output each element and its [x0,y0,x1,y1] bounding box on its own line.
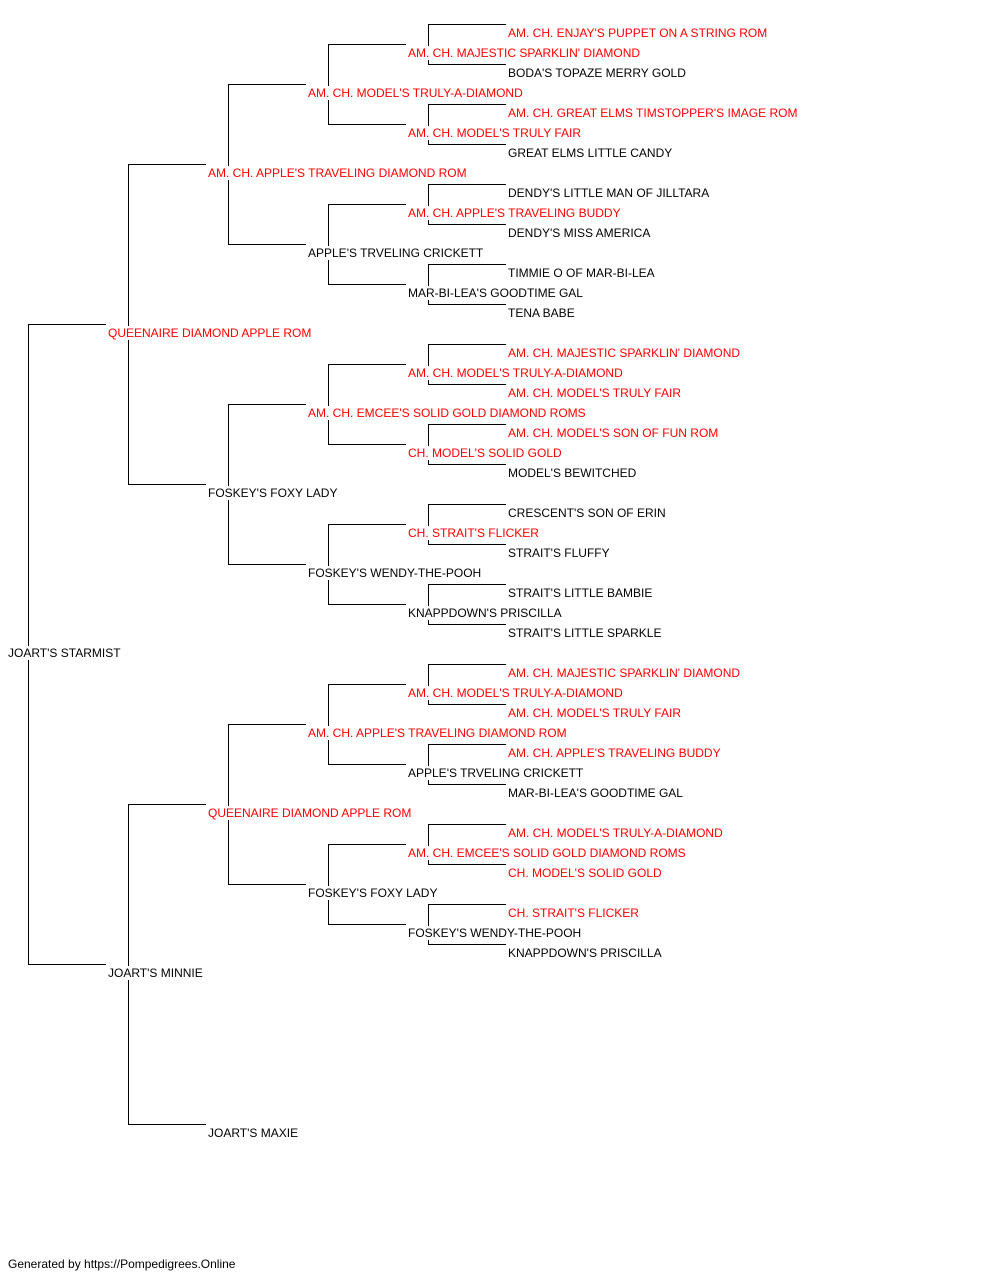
dog-sire-dam-dam-dam-dam: STRAIT'S LITTLE SPARKLE [508,626,664,640]
dog-sire-dam-dam-dam-sire: STRAIT'S LITTLE BAMBIE [508,586,655,600]
dog-sire-dam: FOSKEY'S FOXY LADY [208,486,340,500]
dog-sire-sire-sire-sire: AM. CH. MAJESTIC SPARKLIN' DIAMOND [408,46,643,60]
dog-sire-dam-dam-sire: CH. STRAIT'S FLICKER [408,526,541,540]
dog-dam: JOART'S MINNIE [108,966,205,980]
dog-sire-dam-dam-sire-sire: CRESCENT'S SON OF ERIN [508,506,668,520]
dog-sire-sire-sire: AM. CH. MODEL'S TRULY-A-DIAMOND [308,86,525,100]
dog-dam-sire-dam-sire-dam: CH. MODEL'S SOLID GOLD [508,866,664,880]
dog-dam-sire-sire-sire-sire: AM. CH. MAJESTIC SPARKLIN' DIAMOND [508,666,743,680]
dog-sire-sire-sire-sire-dam: BODA'S TOPAZE MERRY GOLD [508,66,688,80]
dog-dam-sire-dam-dam-dam: KNAPPDOWN'S PRISCILLA [508,946,664,960]
dog-subject: JOART'S STARMIST [8,646,123,660]
dog-sire-sire-sire-dam: AM. CH. MODEL'S TRULY FAIR [408,126,583,140]
dog-sire-sire-dam-sire-dam: DENDY'S MISS AMERICA [508,226,653,240]
dog-dam-sire-dam: FOSKEY'S FOXY LADY [308,886,440,900]
dog-sire-sire-dam-dam-sire: TIMMIE O OF MAR-BI-LEA [508,266,657,280]
dog-dam-sire-sire-sire-dam: AM. CH. MODEL'S TRULY FAIR [508,706,683,720]
dog-sire-sire-dam: APPLE'S TRVELING CRICKETT [308,246,486,260]
dog-sire-sire-sire-sire-sire: AM. CH. ENJAY'S PUPPET ON A STRING ROM [508,26,770,40]
dog-sire-sire-dam-sire-sire: DENDY'S LITTLE MAN OF JILLTARA [508,186,712,200]
dog-sire-sire-sire-dam-sire: AM. CH. GREAT ELMS TIMSTOPPER'S IMAGE RO… [508,106,800,120]
dog-sire-sire-sire-dam-dam: GREAT ELMS LITTLE CANDY [508,146,675,160]
dog-dam-sire-dam-dam-sire: CH. STRAIT'S FLICKER [508,906,641,920]
dog-dam-sire-dam-dam: FOSKEY'S WENDY-THE-POOH [408,926,584,940]
dog-sire-dam-sire-sire: AM. CH. MODEL'S TRULY-A-DIAMOND [408,366,625,380]
dog-sire-sire: AM. CH. APPLE'S TRAVELING DIAMOND ROM [208,166,469,180]
dog-sire-sire-dam-dam-dam: TENA BABE [508,306,577,320]
dog-sire-dam-sire-dam: CH. MODEL'S SOLID GOLD [408,446,564,460]
dog-sire-dam-dam-dam: KNAPPDOWN'S PRISCILLA [408,606,564,620]
dog-dam-sire-sire: AM. CH. APPLE'S TRAVELING DIAMOND ROM [308,726,569,740]
dog-dam-dam: JOART'S MAXIE [208,1126,301,1140]
dog-dam-sire-sire-dam-dam: MAR-BI-LEA'S GOODTIME GAL [508,786,685,800]
dog-dam-sire-sire-dam-sire: AM. CH. APPLE'S TRAVELING BUDDY [508,746,723,760]
dog-sire: QUEENAIRE DIAMOND APPLE ROM [108,326,314,340]
dog-sire-sire-dam-dam: MAR-BI-LEA'S GOODTIME GAL [408,286,585,300]
dog-dam-sire: QUEENAIRE DIAMOND APPLE ROM [208,806,414,820]
dog-sire-dam-sire-sire-dam: AM. CH. MODEL'S TRULY FAIR [508,386,683,400]
dog-sire-dam-sire: AM. CH. EMCEE'S SOLID GOLD DIAMOND ROMS [308,406,588,420]
dog-sire-dam-sire-dam-sire: AM. CH. MODEL'S SON OF FUN ROM [508,426,721,440]
dog-sire-dam-sire-dam-dam: MODEL'S BEWITCHED [508,466,639,480]
dog-dam-sire-dam-sire-sire: AM. CH. MODEL'S TRULY-A-DIAMOND [508,826,725,840]
dog-dam-sire-dam-sire: AM. CH. EMCEE'S SOLID GOLD DIAMOND ROMS [408,846,688,860]
dog-sire-dam-sire-sire-sire: AM. CH. MAJESTIC SPARKLIN' DIAMOND [508,346,743,360]
dog-dam-sire-sire-sire: AM. CH. MODEL'S TRULY-A-DIAMOND [408,686,625,700]
dog-sire-dam-dam-sire-dam: STRAIT'S FLUFFY [508,546,612,560]
footer-credit: Generated by https://Pompedigrees.Online [8,1257,236,1271]
dog-dam-sire-sire-dam: APPLE'S TRVELING CRICKETT [408,766,586,780]
dog-sire-sire-dam-sire: AM. CH. APPLE'S TRAVELING BUDDY [408,206,623,220]
dog-sire-dam-dam: FOSKEY'S WENDY-THE-POOH [308,566,484,580]
